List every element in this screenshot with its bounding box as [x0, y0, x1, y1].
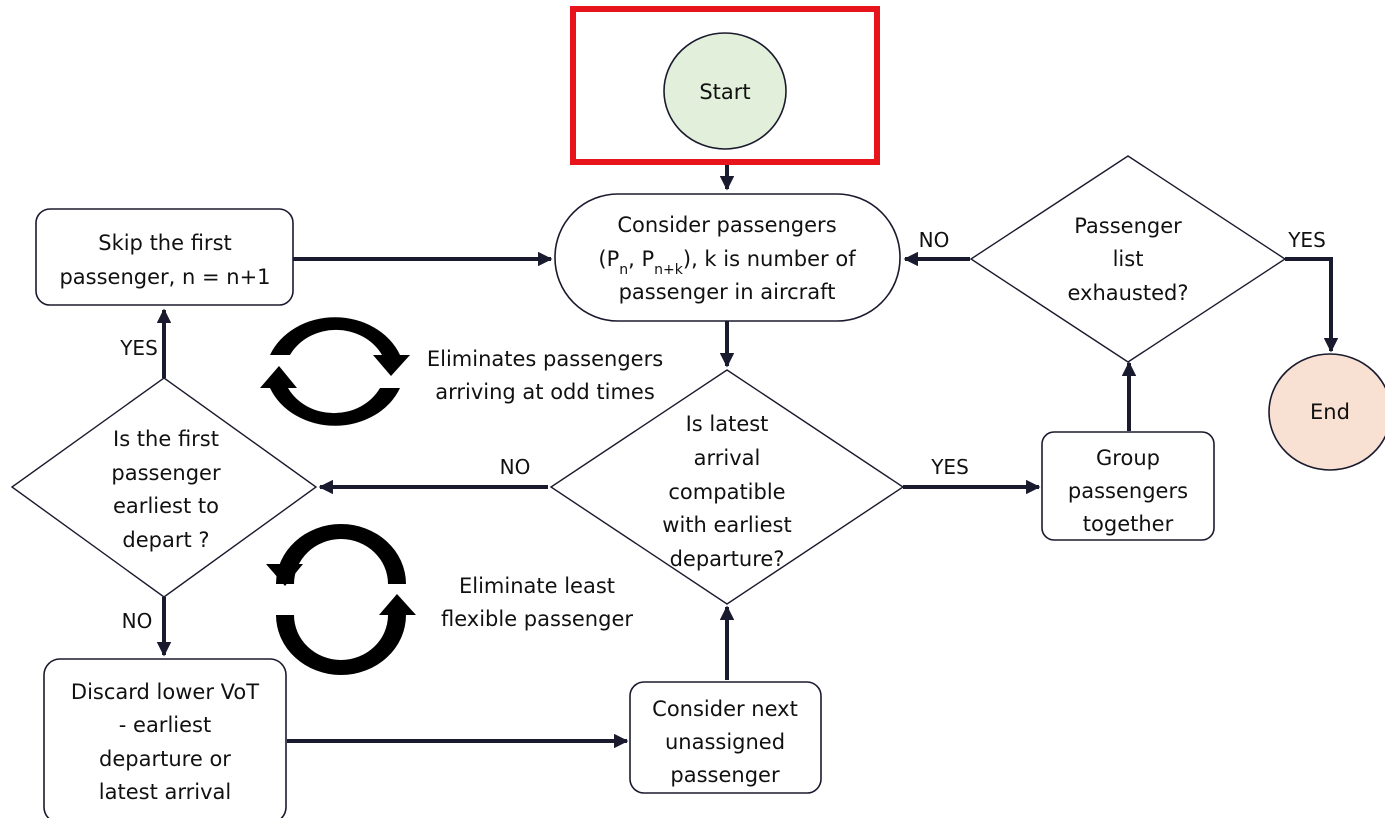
label-yes-to-skip: YES	[119, 336, 158, 360]
label-no-to-consider: NO	[919, 228, 950, 252]
cycle-upper-arc-icon	[270, 317, 400, 355]
first-earliest-decision-node: Is the first passenger earliest to depar…	[10, 377, 318, 598]
group-line3: together	[1083, 512, 1174, 536]
label-yes-to-end: YES	[1287, 228, 1326, 252]
skip-first-line1: Skip the first	[98, 231, 232, 255]
consider-next-line1: Consider next	[652, 697, 798, 721]
start-highlight-box	[570, 6, 880, 165]
consider-passengers-line1: Consider passengers	[617, 213, 836, 237]
first-earliest-line3: earliest to	[113, 494, 219, 518]
end-label: End	[1310, 400, 1350, 424]
first-earliest-decision-shape	[10, 377, 318, 598]
compatible-decision-node: Is latest arrival compatible with earlie…	[549, 369, 905, 605]
compatible-line3: compatible	[668, 480, 785, 504]
consider-passengers-node: Consider passengers (Pn, Pn+k), k is num…	[554, 193, 901, 322]
group-line1: Group	[1096, 446, 1160, 470]
consider-passengers-shape	[554, 193, 901, 322]
exhausted-line2: list	[1113, 247, 1144, 271]
compatible-decision-shape	[549, 369, 905, 605]
end-node: End	[1268, 353, 1385, 471]
cycle-arrows-icon-2	[266, 524, 416, 675]
compatible-line5: departure?	[670, 547, 785, 571]
exhausted-line3: exhausted?	[1067, 281, 1188, 305]
skip-first-line2: passenger, n = n+1	[59, 265, 270, 289]
cycle2-text-line1: Eliminate least	[459, 574, 615, 598]
first-earliest-line1: Is the first	[113, 427, 219, 451]
consider-next-node: Consider next unassigned passenger	[629, 681, 822, 794]
skip-first-node: Skip the first passenger, n = n+1	[35, 208, 294, 306]
group-passengers-node: Group passengers together	[1041, 431, 1215, 541]
label-yes-right: YES	[930, 455, 969, 479]
cycle2-text-line2: flexible passenger	[441, 607, 633, 631]
discard-line3: departure or	[99, 747, 231, 771]
start-node: Start	[663, 32, 787, 150]
cycle2-arrowhead-right-icon	[379, 594, 416, 615]
cycle-arrowhead-right-icon	[373, 355, 410, 376]
discard-line1: Discard lower VoT	[71, 680, 259, 704]
exhausted-line1: Passenger	[1074, 214, 1182, 238]
exhausted-decision-shape	[969, 155, 1287, 363]
label-no-to-discard: NO	[122, 609, 153, 633]
end-shape	[1268, 353, 1385, 471]
label-no-left: NO	[500, 455, 531, 479]
cycle1-text-line1: Eliminates passengers	[427, 347, 663, 371]
discard-node: Discard lower VoT - earliest departure o…	[43, 658, 287, 818]
consider-passengers-line3: passenger in aircraft	[619, 280, 836, 304]
discard-line2: - earliest	[119, 713, 211, 737]
consider-next-line3: passenger	[670, 763, 780, 787]
compatible-line2: arrival	[694, 446, 761, 470]
edge-exhausted-to-end	[1285, 257, 1339, 353]
compatible-line1: Is latest	[686, 412, 769, 436]
first-earliest-line2: passenger	[111, 461, 221, 485]
consider-next-line2: unassigned	[665, 730, 785, 754]
start-shape	[663, 32, 787, 150]
cycle-arrows-icon	[260, 317, 410, 426]
consider-next-shape	[629, 681, 822, 794]
start-label: Start	[699, 80, 750, 104]
discard-shape	[43, 658, 287, 818]
cycle2-arrowhead-left-icon	[266, 564, 303, 586]
edges	[156, 161, 1339, 749]
exhausted-decision-node: Passenger list exhausted?	[969, 155, 1287, 363]
group-passengers-shape	[1041, 431, 1215, 541]
skip-first-shape	[35, 208, 294, 306]
group-line2: passengers	[1068, 479, 1188, 503]
compatible-line4: with earliest	[662, 513, 791, 537]
discard-line4: latest arrival	[99, 780, 231, 804]
cycle-arrowhead-left-icon	[260, 366, 297, 388]
cycle1-text-line2: arriving at odd times	[435, 380, 655, 404]
first-earliest-line4: depart ?	[122, 528, 209, 552]
cycle-lower-arc-icon	[270, 388, 400, 426]
cycle2-lower-arc-icon	[276, 615, 406, 675]
cycle2-upper-arc-icon	[276, 524, 406, 584]
